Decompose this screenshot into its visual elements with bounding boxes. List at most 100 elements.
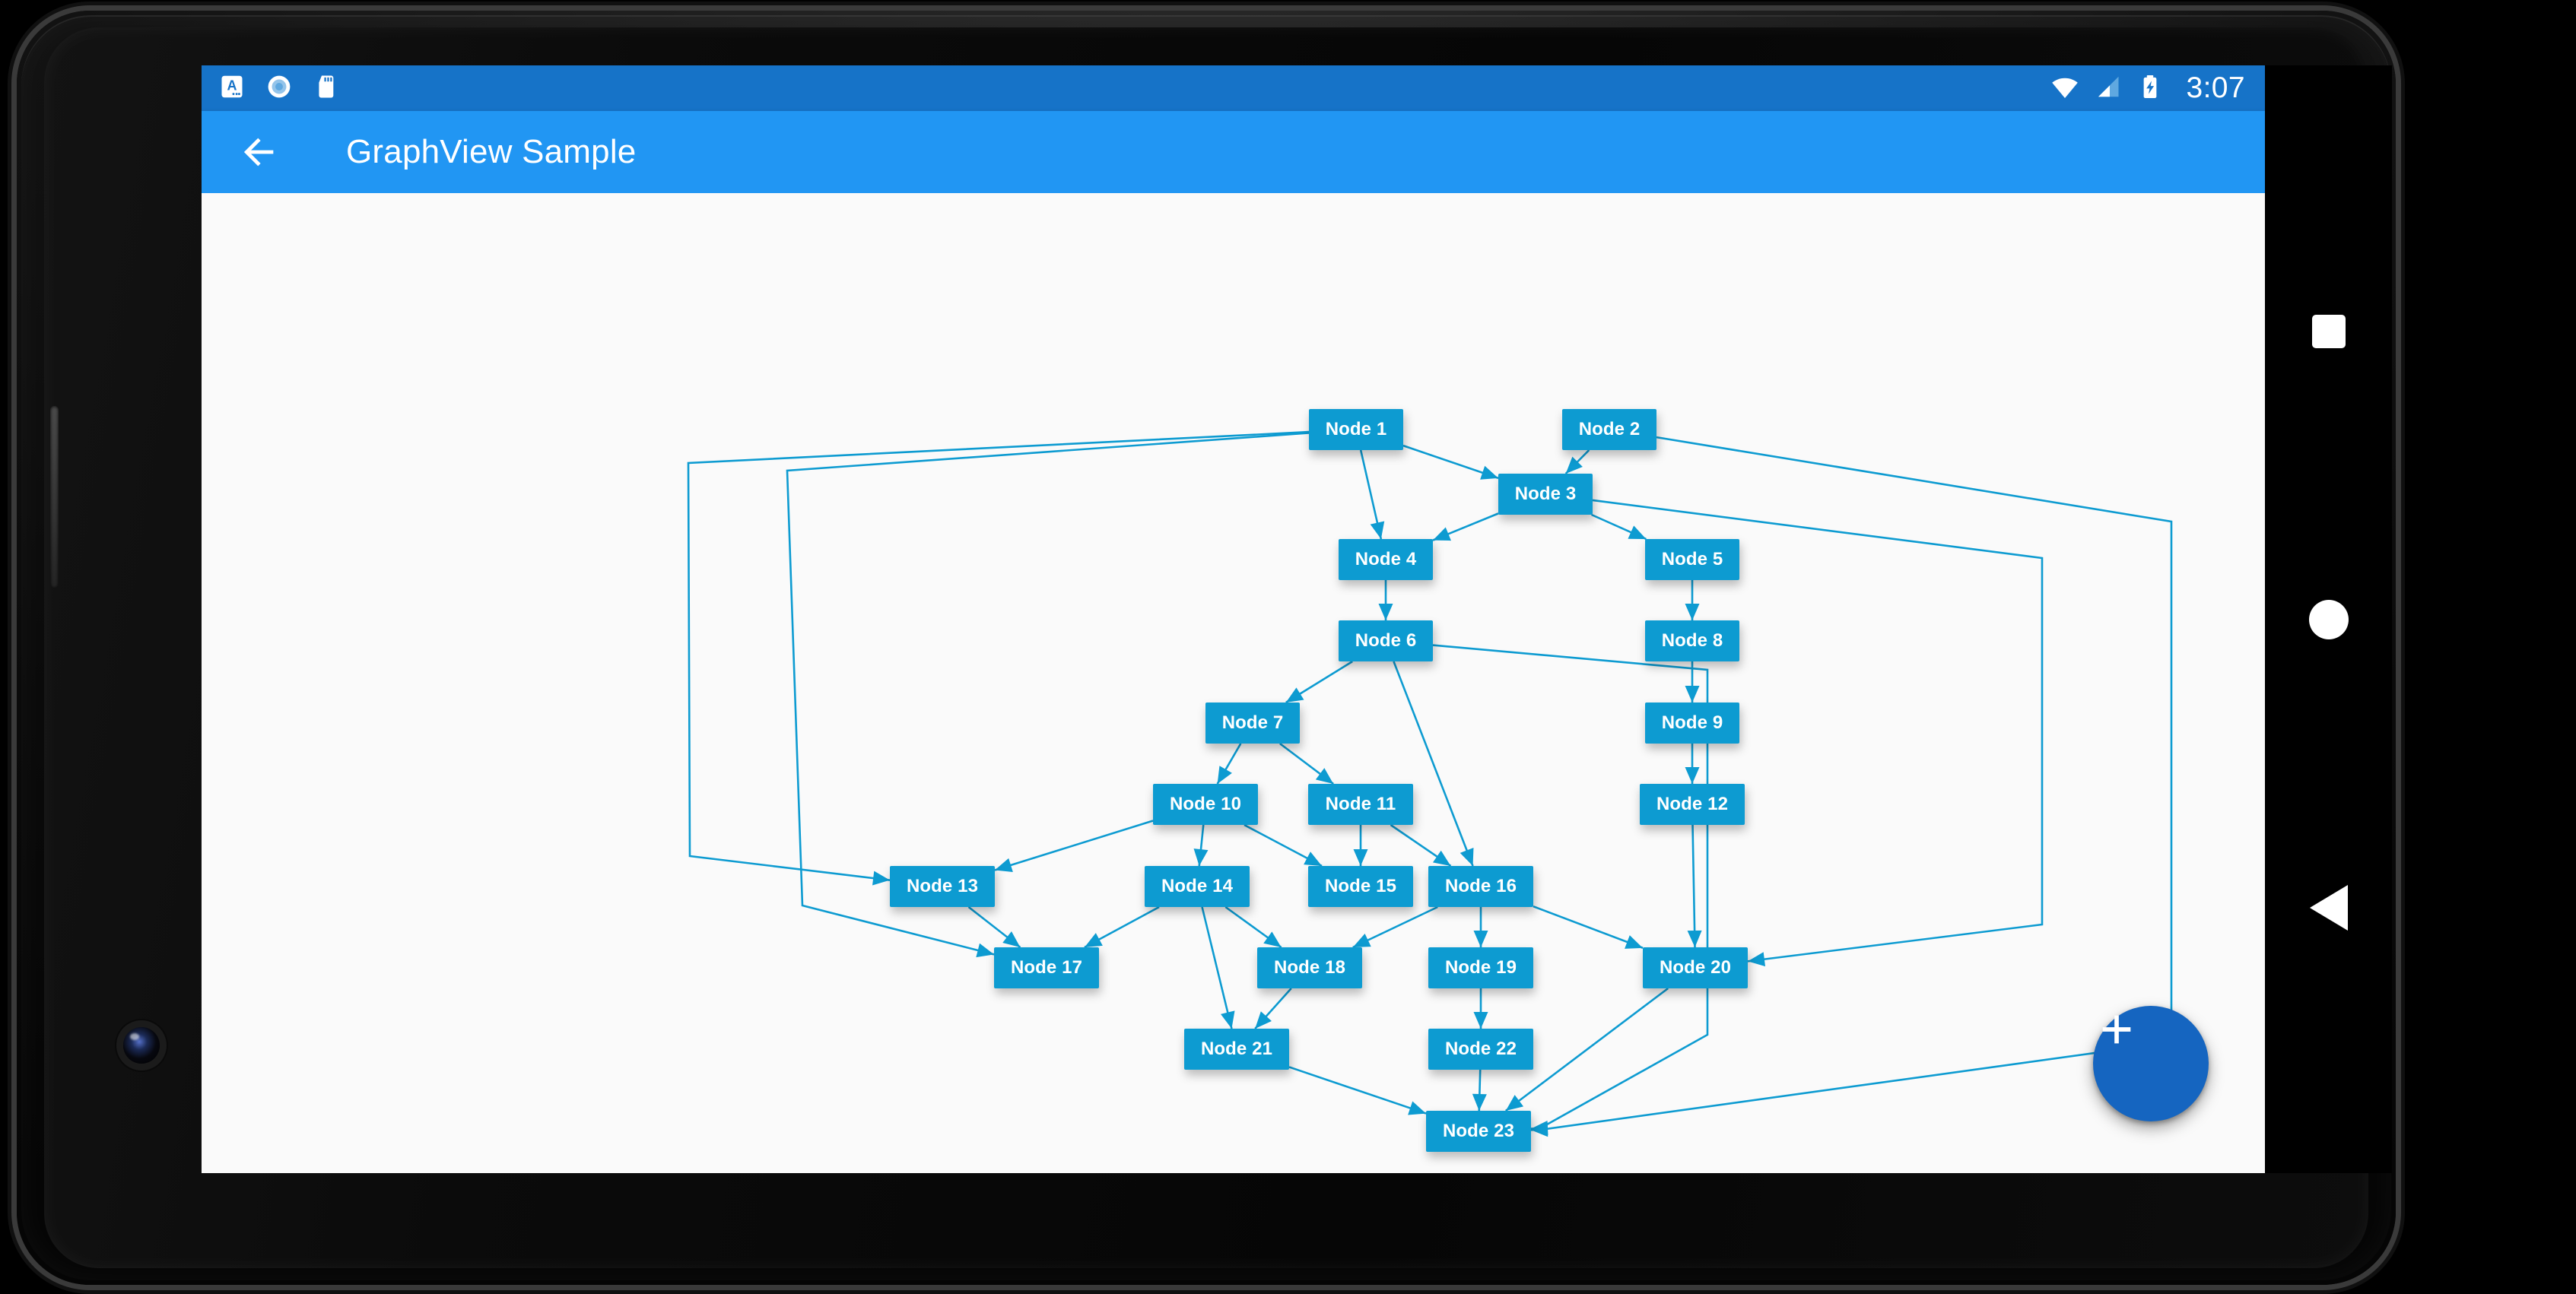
graph-node-2[interactable]: Node 2 [1562,409,1656,450]
graph-edge-20-23 [1505,987,1669,1112]
graph-arrowhead-3-4 [1433,527,1451,541]
page-title: GraphView Sample [346,133,637,170]
graph-node-16[interactable]: Node 16 [1428,866,1533,907]
volume-button[interactable] [50,406,59,588]
back-button[interactable] [2295,874,2363,942]
back-triangle-icon [2309,884,2348,931]
graph-node-15[interactable]: Node 15 [1308,866,1413,907]
graph-arrowhead-1-13 [872,871,890,886]
graph-arrowhead-7-10 [1217,766,1232,784]
graph-edge-layer [687,430,2173,1137]
graph-node-3[interactable]: Node 3 [1498,474,1593,515]
graph-arrowhead-16-19 [1473,931,1488,947]
graph-node-label: Node 19 [1444,957,1517,978]
status-bar-clock: 3:07 [2186,71,2245,104]
graph-arrowhead-3-20 [1748,952,1766,967]
graph-node-11[interactable]: Node 11 [1308,784,1413,825]
graph-arrowhead-1-4 [1370,521,1385,539]
sd-card-icon [313,73,340,104]
graph-edge-10-13 [994,820,1154,871]
graph-node-8[interactable]: Node 8 [1645,620,1739,661]
graph-node-label: Node 16 [1444,876,1517,896]
graph-node-9[interactable]: Node 9 [1645,703,1739,744]
status-bar-left-icons: A [218,73,340,104]
home-circle-icon [2308,599,2349,639]
graph-arrowhead-1-3 [1480,465,1498,480]
graph-node-4[interactable]: Node 4 [1339,539,1433,580]
graph-edge-21-23 [1288,1066,1427,1115]
graph-arrowhead-10-13 [995,858,1013,872]
graph-arrowhead-10-15 [1304,852,1322,866]
graph-node-label: Node 23 [1442,1121,1515,1141]
graph-arrowhead-21-23 [1408,1101,1426,1115]
graph-node-12[interactable]: Node 12 [1640,784,1745,825]
graph-arrowhead-5-8 [1685,604,1700,620]
graph-node-6[interactable]: Node 6 [1339,620,1433,661]
graph-node-label: Node 4 [1355,549,1417,569]
cellular-signal-icon [2095,73,2122,104]
svg-text:A: A [227,78,237,93]
graph-arrowhead-12-20 [1687,930,1702,947]
device-screen: A [202,65,2392,1173]
app-window: A [202,65,2265,1173]
graph-arrowhead-2-3 [1565,456,1583,474]
graph-arrowhead-11-15 [1353,849,1368,866]
graph-edge-6-16 [1393,661,1474,867]
graph-node-label: Node 5 [1661,549,1723,569]
graph-arrowhead-20-23 [1505,1095,1524,1111]
graph-arrowhead-11-16 [1432,850,1451,866]
graph-edge-14-21 [1201,906,1233,1029]
back-arrow-icon[interactable] [235,128,282,176]
graph-canvas[interactable]: Node 1 Node 2 Node 3 Node 4 Node 5 Node 6 Node… [202,193,2265,1173]
graph-node-label: Node 22 [1444,1039,1517,1059]
graph-node-14[interactable]: Node 14 [1145,866,1250,907]
graph-arrowhead-14-17 [1084,933,1103,947]
graph-node-7[interactable]: Node 7 [1205,703,1300,744]
graph-arrowhead-3-5 [1628,525,1647,539]
graph-edge-16-20 [1533,905,1644,950]
graph-node-label: Node 10 [1169,794,1242,814]
graph-node-1[interactable]: Node 1 [1309,409,1403,450]
graph-node-22[interactable]: Node 22 [1428,1029,1533,1070]
graph-arrowhead-14-18 [1263,931,1282,947]
graph-node-label: Node 20 [1659,957,1732,978]
graph-node-label: Node 6 [1355,630,1417,651]
graph-arrowhead-14-21 [1221,1010,1235,1029]
graph-edge-12-20 [1691,824,1696,948]
graph-node-label: Node 13 [906,876,979,896]
graph-node-label: Node 7 [1221,712,1284,733]
screen-record-icon [265,73,293,104]
graph-node-label: Node 21 [1200,1039,1273,1059]
graph-node-20[interactable]: Node 20 [1643,947,1748,988]
graph-node-label: Node 15 [1324,876,1397,896]
graph-node-label: Node 11 [1325,794,1396,814]
graph-node-label: Node 8 [1661,630,1723,651]
home-button[interactable] [2295,585,2363,654]
graph-node-17[interactable]: Node 17 [994,947,1099,988]
app-bar: GraphView Sample [202,111,2265,193]
wifi-icon [2050,72,2079,105]
keyboard-language-icon: A [218,73,246,104]
graph-node-10[interactable]: Node 10 [1153,784,1258,825]
graph-arrowhead-16-18 [1352,933,1371,947]
graph-node-5[interactable]: Node 5 [1645,539,1739,580]
graph-edge-1-13 [687,430,1310,881]
graph-node-label: Node 17 [1010,957,1083,978]
android-nav-bar [2265,65,2392,1173]
recents-button[interactable] [2295,297,2363,366]
graph-node-23[interactable]: Node 23 [1426,1111,1531,1152]
graph-arrowhead-6-16 [1460,848,1474,866]
graph-node-13[interactable]: Node 13 [890,866,995,907]
graph-node-label: Node 18 [1273,957,1346,978]
graph-node-18[interactable]: Node 18 [1257,947,1362,988]
graph-arrowhead-10-14 [1193,848,1209,866]
graph-arrowhead-19-22 [1473,1012,1488,1029]
graph-arrowhead-6-23 [1531,1121,1548,1135]
graph-arrowhead-6-7 [1285,687,1304,703]
add-fab-button[interactable] [2093,1006,2209,1121]
graph-arrowhead-7-11 [1315,768,1334,784]
graph-node-19[interactable]: Node 19 [1428,947,1533,988]
graph-node-21[interactable]: Node 21 [1184,1029,1289,1070]
graph-arrowhead-22-23 [1472,1093,1487,1111]
graph-arrowhead-13-17 [1002,931,1021,947]
